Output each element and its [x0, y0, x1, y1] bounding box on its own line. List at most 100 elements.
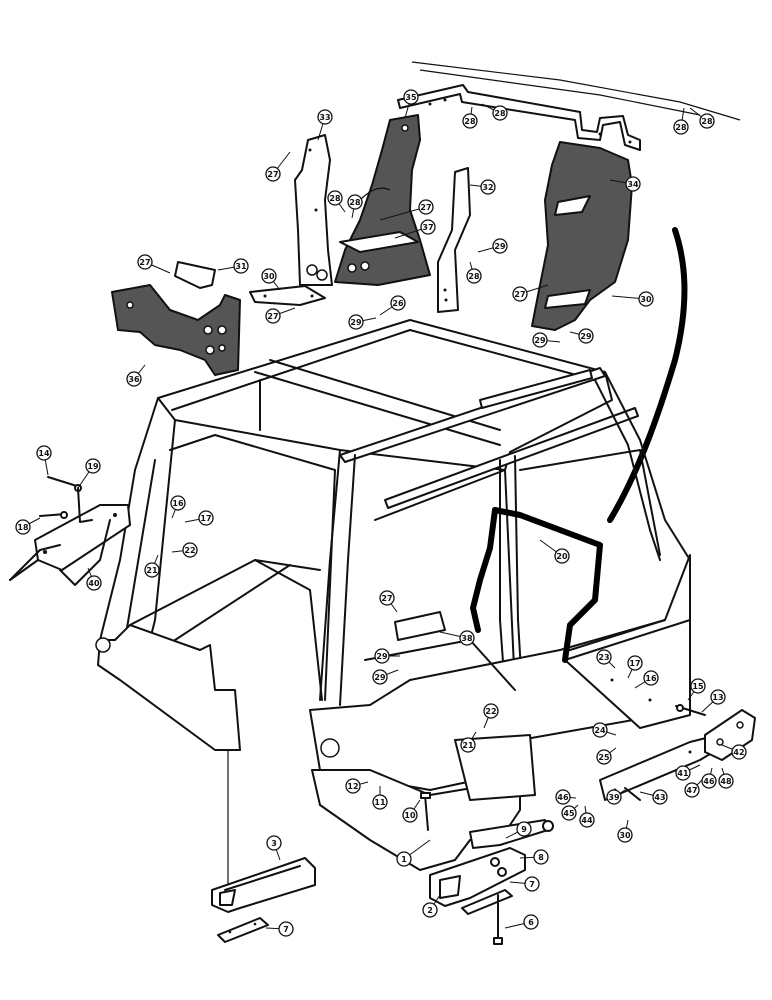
- callout-number: 17: [629, 659, 640, 668]
- callout-c28b: 28: [492, 105, 508, 121]
- callout-number: 27: [514, 290, 525, 299]
- callout-c45: 45: [561, 805, 577, 821]
- callout-circle: [718, 773, 734, 789]
- callout-number: 41: [677, 769, 689, 778]
- callout-c29f: 29: [372, 669, 388, 685]
- callout-circle: [374, 648, 390, 664]
- callout-number: 38: [461, 634, 473, 643]
- callout-number: 30: [619, 831, 631, 840]
- plate-7-right: [461, 889, 513, 915]
- callout-circle: [85, 458, 101, 474]
- callout-number: 29: [376, 652, 388, 661]
- callout-number: 28: [494, 109, 506, 118]
- callout-c27e: 27: [265, 308, 281, 324]
- callout-c29c: 29: [578, 328, 594, 344]
- callout-circle: [137, 254, 153, 270]
- callout-number: 21: [146, 566, 158, 575]
- callout-c36: 36: [126, 371, 142, 387]
- callout-circle: [554, 548, 570, 564]
- callout-c27f: 27: [379, 590, 395, 606]
- harness-door: [492, 507, 603, 663]
- callout-number: 9: [521, 825, 527, 834]
- callout-c27a: 27: [265, 166, 281, 182]
- callout-number: 20: [556, 552, 568, 561]
- callout-c28d: 28: [699, 113, 715, 129]
- callout-c6: 6: [523, 914, 539, 930]
- harness-upper: [607, 227, 688, 523]
- callout-circle: [198, 510, 214, 526]
- callout-circle: [555, 789, 571, 805]
- callout-circle: [480, 179, 496, 195]
- callout-circle: [643, 670, 659, 686]
- plate-30: [249, 285, 326, 306]
- callout-circle: [578, 328, 594, 344]
- callout-number: 28: [468, 272, 480, 281]
- callout-c32: 32: [480, 179, 496, 195]
- callout-number: 30: [640, 295, 652, 304]
- callout-circle: [266, 835, 282, 851]
- callout-number: 14: [38, 449, 50, 458]
- callout-circle: [261, 268, 277, 284]
- callout-c23: 23: [596, 649, 612, 665]
- callout-circle: [144, 562, 160, 578]
- callout-number: 28: [349, 198, 361, 207]
- callout-number: 28: [329, 194, 341, 203]
- callout-circle: [460, 737, 476, 753]
- callout-c34: 34: [625, 176, 641, 192]
- callout-circle: [379, 590, 395, 606]
- callout-circle: [396, 851, 412, 867]
- callout-circle: [86, 575, 102, 591]
- callout-number: 15: [692, 682, 704, 691]
- callout-circle: [327, 190, 343, 206]
- callout-number: 26: [392, 299, 404, 308]
- callout-c21b: 21: [460, 737, 476, 753]
- callout-c40: 40: [86, 575, 102, 591]
- callout-number: 6: [528, 918, 534, 927]
- callout-c8: 8: [533, 849, 549, 865]
- callout-c28e: 28: [327, 190, 343, 206]
- callout-circle: [592, 722, 608, 738]
- callout-number: 27: [139, 258, 150, 267]
- callout-number: 21: [462, 741, 474, 750]
- callout-c19: 19: [85, 458, 101, 474]
- callout-number: 47: [686, 786, 697, 795]
- callout-circle: [606, 789, 622, 805]
- callout-number: 17: [200, 514, 211, 523]
- callout-number: 22: [184, 546, 195, 555]
- callout-c30b: 30: [638, 291, 654, 307]
- callout-c33: 33: [317, 109, 333, 125]
- callout-c20: 20: [554, 548, 570, 564]
- callout-c29d: 29: [532, 332, 548, 348]
- callout-c27d: 27: [512, 286, 528, 302]
- callout-c3: 3: [266, 835, 282, 851]
- callout-number: 46: [703, 777, 715, 786]
- callout-number: 46: [557, 793, 569, 802]
- callout-c14: 14: [36, 445, 52, 461]
- callout-number: 8: [538, 853, 544, 862]
- callout-circle: [317, 109, 333, 125]
- callout-circle: [265, 308, 281, 324]
- callout-circle: [699, 113, 715, 129]
- callout-circle: [690, 678, 706, 694]
- callout-c31: 31: [233, 258, 249, 274]
- top-mounting-bar: [397, 84, 641, 151]
- callout-c27c: 27: [137, 254, 153, 270]
- callout-c30a: 30: [261, 268, 277, 284]
- callout-circle: [348, 314, 364, 330]
- callout-c48: 48: [718, 773, 734, 789]
- callout-circle: [673, 119, 689, 135]
- callout-c35: 35: [403, 89, 419, 105]
- callout-circle: [617, 827, 633, 843]
- callout-number: 18: [17, 523, 29, 532]
- callout-circle: [492, 238, 508, 254]
- callout-circle: [420, 219, 436, 235]
- callout-number: 29: [534, 336, 546, 345]
- callout-c16a: 16: [170, 495, 186, 511]
- callout-c13: 13: [710, 689, 726, 705]
- callout-c7b: 7: [278, 921, 294, 937]
- bracket-32: [437, 167, 471, 313]
- callout-c15: 15: [690, 678, 706, 694]
- callout-circle: [233, 258, 249, 274]
- callout-number: 39: [608, 793, 620, 802]
- plate-31: [174, 261, 216, 289]
